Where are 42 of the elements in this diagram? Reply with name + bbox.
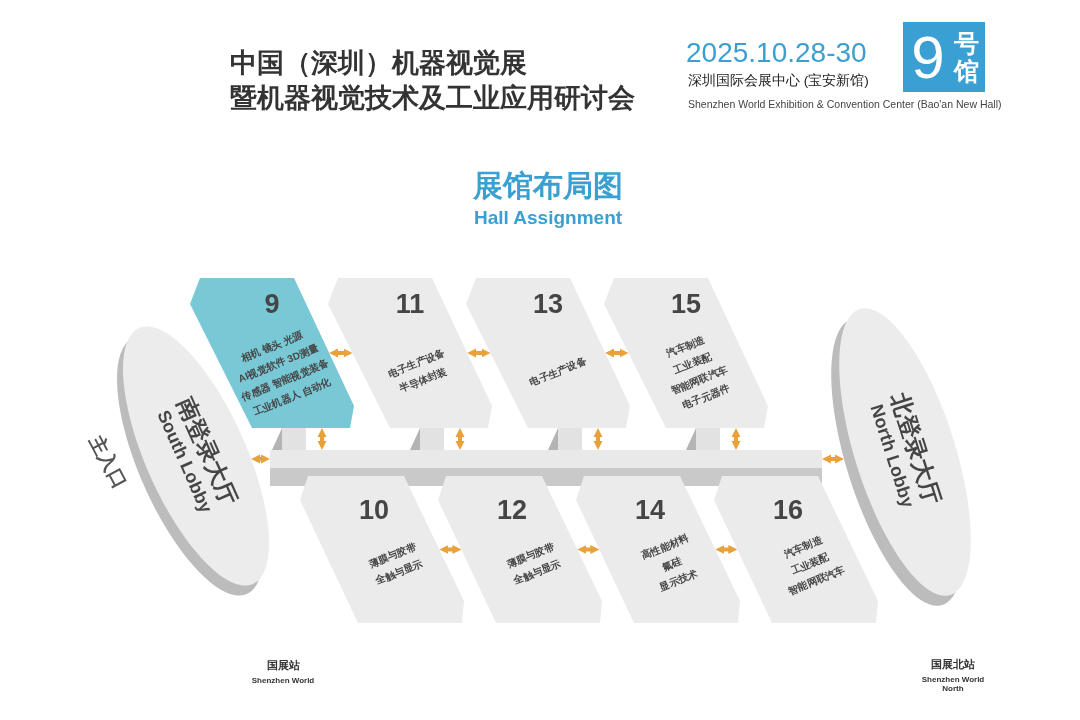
hall-number: 13	[533, 290, 563, 318]
double-arrow	[593, 428, 603, 450]
exhibit-category: 氟硅	[660, 554, 684, 573]
double-arrow	[439, 545, 462, 554]
double-arrow	[715, 545, 738, 554]
double-arrow	[822, 454, 844, 464]
hall-number: 9	[264, 290, 280, 318]
map-title: 展馆布局图	[473, 171, 623, 201]
hall-block	[604, 278, 768, 428]
station-name: Shenzhen World	[251, 676, 315, 686]
hall-number: 14	[635, 496, 665, 524]
exhibit-category: 电子生产设备	[526, 354, 589, 390]
hall-block	[576, 476, 740, 623]
double-arrow	[317, 428, 327, 450]
station-name: Shenzhen World North	[920, 674, 986, 694]
hall-block	[300, 476, 464, 623]
double-arrow	[577, 545, 600, 554]
event-title: 暨机器视觉技术及工业应用研讨会	[230, 83, 635, 115]
hall-number: 15	[671, 290, 701, 318]
hall-badge	[903, 22, 985, 92]
hall-block	[466, 278, 630, 428]
double-arrow	[467, 348, 491, 358]
event-date: 2025.10.28-30	[686, 37, 867, 70]
entrance-label: 主入口	[85, 431, 131, 493]
double-arrow	[455, 428, 465, 450]
double-arrow	[251, 454, 270, 464]
hall-number: 16	[773, 496, 803, 524]
hall-block	[438, 476, 602, 623]
event-title: 中国（深圳）机器视觉展	[230, 48, 527, 80]
double-arrow	[329, 348, 353, 358]
hall-number: 9	[911, 28, 945, 88]
hall-number: 10	[359, 496, 389, 524]
double-arrow	[605, 348, 629, 358]
station-name: 国展站	[266, 658, 300, 672]
hall-label: 号馆	[953, 29, 979, 85]
hall-number: 11	[395, 290, 425, 318]
station-name: 国展北站	[931, 657, 975, 671]
venue-name: 深圳国际会展中心 (宝安新馆)	[688, 73, 869, 89]
map-subtitle: Hall Assignment	[473, 207, 623, 229]
double-arrow	[731, 428, 741, 450]
hall-number: 12	[497, 496, 527, 524]
hall-block	[714, 476, 878, 623]
